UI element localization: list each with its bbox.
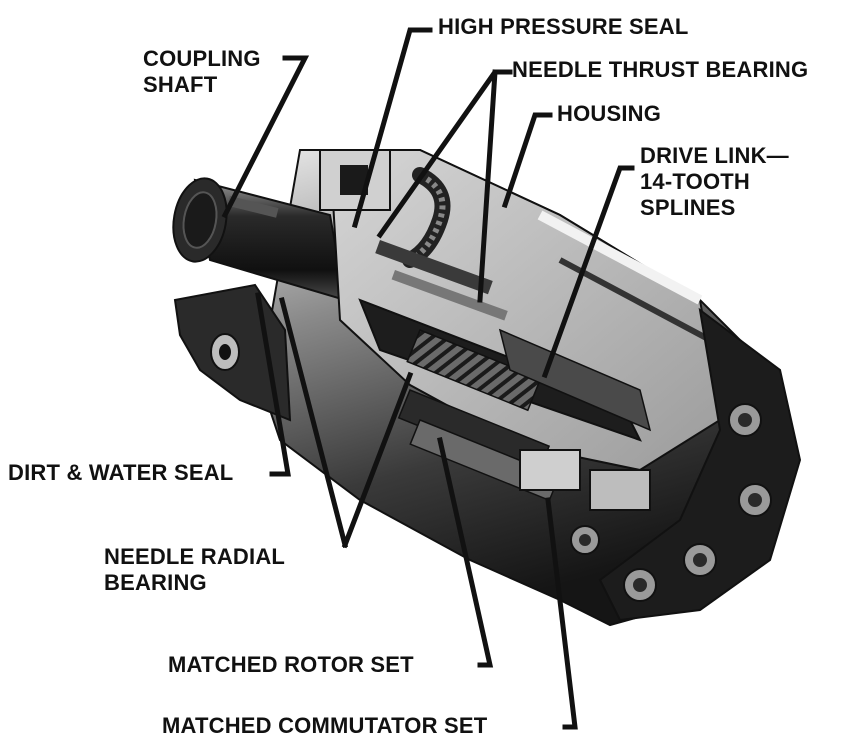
label-coupling-shaft: COUPLING SHAFT [143, 46, 261, 97]
cutaway-section [319, 149, 722, 511]
leader-matched-commutator-set [545, 497, 578, 730]
label-matched-rotor-set: MATCHED ROTOR SET [168, 652, 414, 677]
leader-coupling-shaft [221, 55, 310, 219]
label-high-pressure-seal: HIGH PRESSURE SEAL [438, 14, 689, 39]
leader-needle-radial-bearing-1 [278, 296, 349, 549]
coupling-shaft [172, 177, 347, 302]
leader-dirt-water-seal [255, 292, 291, 477]
label-needle-radial-bearing: NEEDLE RADIAL BEARING [104, 544, 286, 595]
end-cap-with-bolts [570, 307, 802, 622]
leader-matched-rotor-set [437, 437, 494, 668]
label-matched-commutator-set: MATCHED COMMUTATOR SET [162, 713, 488, 738]
leader-lines [221, 27, 635, 730]
leader-drive-link [541, 165, 635, 379]
label-dirt-water-seal: DIRT & WATER SEAL [8, 460, 234, 485]
label-housing: HOUSING [557, 101, 662, 126]
leader-needle-radial-bearing-2 [341, 371, 414, 549]
leader-high-pressure-seal [351, 27, 433, 229]
label-needle-thrust-bearing: NEEDLE THRUST BEARING [512, 57, 809, 82]
leader-housing [501, 112, 553, 209]
label-drive-link: DRIVE LINK— 14-TOOTH SPLINES [640, 143, 789, 220]
leader-needle-thrust-bearing-2 [477, 69, 498, 303]
